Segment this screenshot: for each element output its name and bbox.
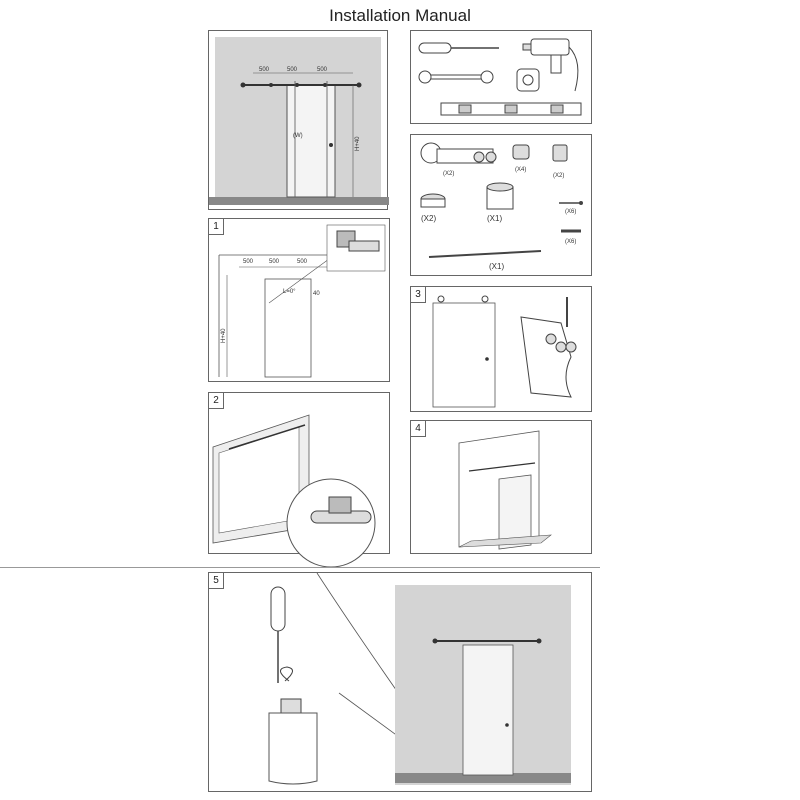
step-2-panel: 2 xyxy=(208,392,390,568)
floor-guide-icon xyxy=(486,182,514,210)
step-5-number: 5 xyxy=(209,573,224,589)
step-1-panel: 1 500 500 500 L=0° 40 H+40 xyxy=(208,218,390,382)
overview-panel: 500 500 500 (W) H+40 xyxy=(208,30,389,210)
roller-bracket-icon xyxy=(420,142,497,164)
stopper-icon xyxy=(552,144,568,162)
step-1-angle: L=0° xyxy=(283,289,296,295)
tape-measure-icon xyxy=(516,68,540,92)
parts-drawing: (X2) (X4) (X2) (X2) (X1) (X6) (X6) (X1) xyxy=(420,142,583,271)
step-1-dim-1: 500 xyxy=(243,259,254,265)
page-title: Installation Manual xyxy=(329,6,471,25)
overview-dim-2: 500 xyxy=(287,67,298,73)
step-2-drawing xyxy=(212,414,376,568)
section-divider xyxy=(0,567,600,568)
tools-panel xyxy=(410,30,592,124)
overview-dim-1: 500 xyxy=(259,67,270,73)
count-floor-guide: (X1) xyxy=(487,214,502,223)
step-4-panel: 4 xyxy=(410,420,592,554)
step-3-panel: 3 xyxy=(410,286,592,412)
screwdriver-icon xyxy=(270,586,286,683)
parts-panel: (X2) (X4) (X2) (X2) (X1) (X6) (X6) (X1) xyxy=(410,134,592,276)
count-track-rail: (X1) xyxy=(489,262,504,271)
step-3-number: 3 xyxy=(411,287,426,303)
step-1-height-label: H+40 xyxy=(221,328,227,343)
count-screw: (X6) xyxy=(565,209,576,215)
wall-bracket-icon xyxy=(512,144,530,160)
step-1-number: 1 xyxy=(209,219,224,235)
screwdriver-icon xyxy=(418,42,499,54)
step-2-number: 2 xyxy=(209,393,224,409)
step-4-number: 4 xyxy=(411,421,426,437)
screw-icon xyxy=(559,201,583,205)
count-stopper: (X2) xyxy=(553,173,564,179)
count-roller: (X2) xyxy=(443,171,454,177)
count-end-cap: (X2) xyxy=(421,214,436,223)
track-rail-icon xyxy=(428,250,542,258)
step-1-dim-3: 500 xyxy=(297,259,308,265)
step-1-side-dim: 40 xyxy=(313,291,320,297)
overview-dim-3: 500 xyxy=(317,67,328,73)
step-4-drawing xyxy=(458,430,552,550)
overview-height-label: H+40 xyxy=(355,136,361,151)
step-1-drawing: 500 500 500 L=0° 40 H+40 xyxy=(218,224,386,378)
overview-drawing: 500 500 500 (W) H+40 xyxy=(209,37,389,205)
step-5-panel: 5 xyxy=(208,572,592,792)
overview-door-mark: (W) xyxy=(293,133,303,139)
count-wall-bracket: (X4) xyxy=(515,167,526,173)
step-3-drawing xyxy=(432,295,577,408)
drill-icon xyxy=(522,38,579,92)
spirit-level-icon xyxy=(440,102,582,116)
end-cap-icon xyxy=(420,193,446,208)
count-anchor: (X6) xyxy=(565,239,576,245)
tools-drawing xyxy=(418,38,582,116)
wrench-icon xyxy=(418,70,494,84)
step-1-dim-2: 500 xyxy=(269,259,280,265)
step-5-drawing xyxy=(268,572,571,785)
